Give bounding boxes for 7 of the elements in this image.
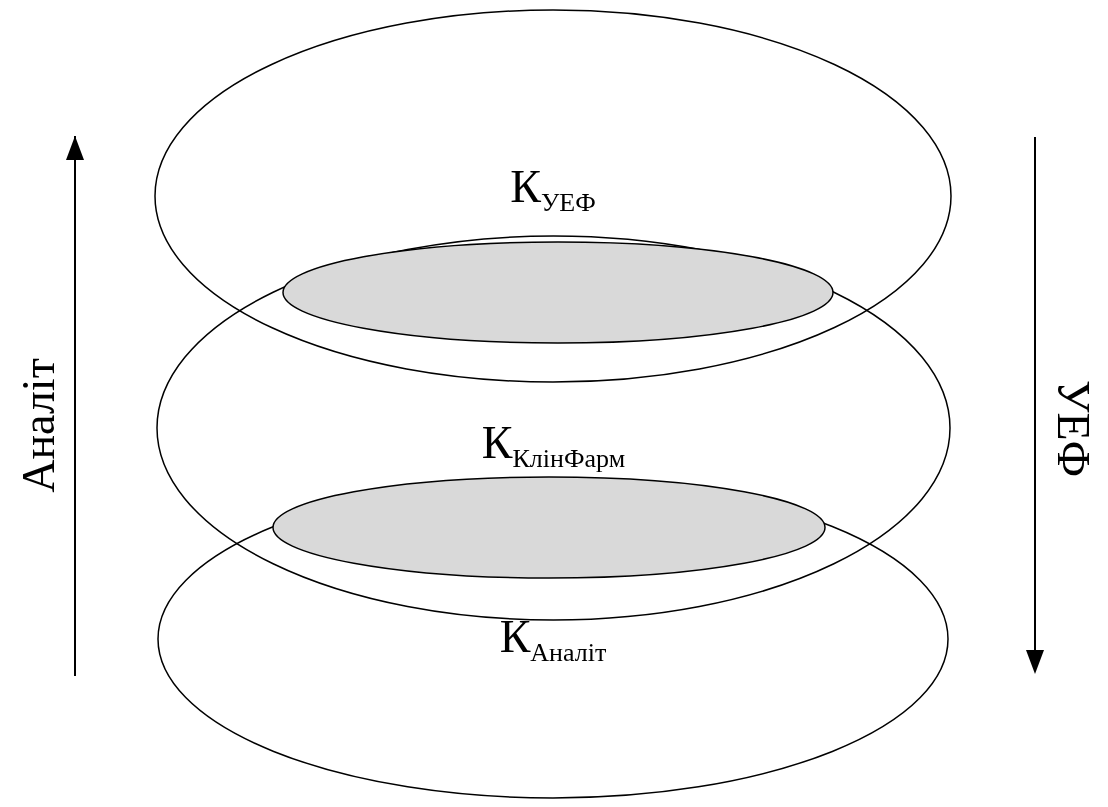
set-label: К$_{УЕФ}$ (510, 161, 596, 212)
ellipse-outline (155, 10, 951, 382)
axis-label: УЕФ (1046, 379, 1100, 477)
set-label: К$_{Аналіт}$ (499, 611, 607, 662)
overlap-ellipse (273, 477, 825, 578)
overlap-ellipse (283, 242, 833, 343)
axis-label: Аналіт (11, 357, 65, 493)
